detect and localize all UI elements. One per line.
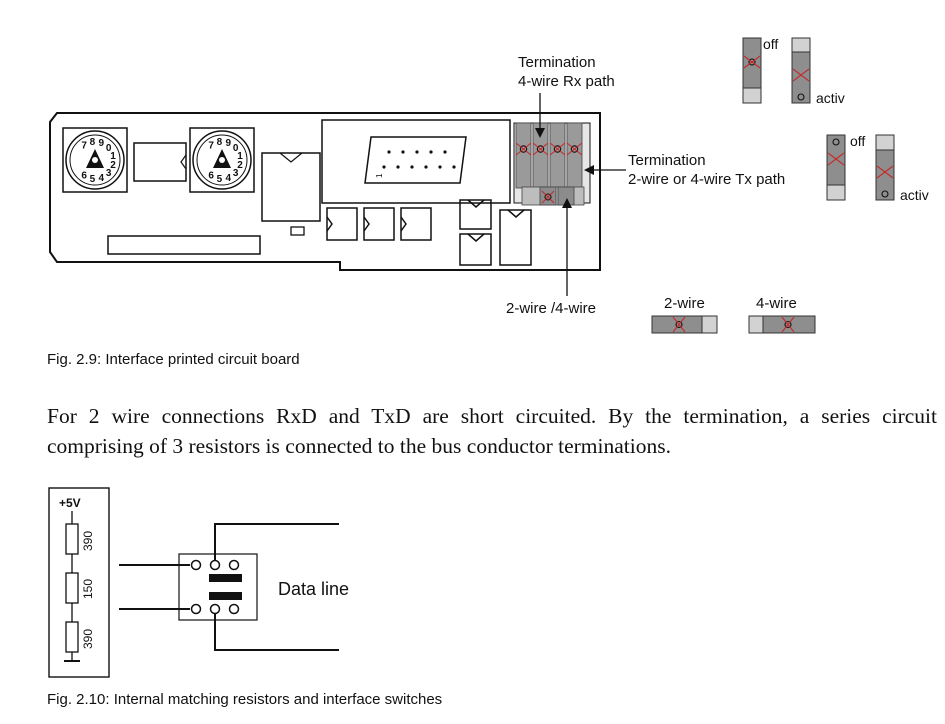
dial-digit: 4 (226, 173, 232, 184)
dial-digit: 8 (217, 137, 223, 148)
dial-digit: 8 (90, 137, 96, 148)
dial-digit: 5 (90, 174, 96, 185)
term-rx-label-1: Termination (518, 54, 596, 71)
slide-switch-2wire (651, 315, 718, 334)
resistor-bottom (65, 621, 79, 653)
dial-digit: 0 (233, 143, 239, 154)
connector-housing (321, 119, 511, 204)
pin-header (107, 235, 261, 255)
small-pad (290, 226, 305, 236)
connector-pin-label: 1 (375, 173, 384, 178)
data-line-label: Data line (278, 579, 349, 599)
supply-label: +5V (59, 496, 81, 510)
switch-activ-legend-1 (791, 37, 811, 104)
arrow-tx (584, 165, 626, 175)
resistor-value-middle: 150 (81, 579, 95, 599)
arrow-2-4-wire (562, 198, 572, 296)
activ-label-1: activ (816, 90, 845, 106)
slide-switch-4wire (748, 315, 816, 334)
switch-off-legend-2 (826, 134, 846, 201)
dial-digit: 9 (99, 138, 105, 149)
off-label-2: off (850, 133, 865, 149)
dial-digit: 0 (106, 143, 112, 154)
dial-digit: 4 (99, 173, 105, 184)
interface-switch-box (178, 553, 258, 621)
dial-digit: 1 (237, 151, 243, 162)
resistor-box (48, 487, 110, 678)
dial-digit: 7 (208, 141, 214, 152)
activ-label-2: activ (900, 187, 929, 203)
pcb-outline (49, 112, 601, 271)
chip (133, 142, 187, 182)
dial-digit: 1 (110, 151, 116, 162)
db9-connector (364, 136, 467, 184)
two-four-wire-label: 2-wire /4-wire (506, 300, 596, 317)
figure-2-10-caption: Fig. 2.10: Internal matching resistors a… (47, 691, 443, 708)
legend-4wire-label: 4-wire (756, 295, 797, 312)
dial-digit: 2 (237, 160, 243, 171)
term-tx-label-1: Termination (628, 152, 706, 169)
dial-digit: 5 (217, 174, 223, 185)
switch-bar-top (209, 574, 242, 582)
small-chips (326, 207, 432, 241)
lower-chips (459, 199, 532, 266)
off-label-1: off (763, 36, 778, 52)
term-tx-label-2: 2-wire or 4-wire Tx path (628, 171, 785, 188)
body-paragraph: For 2 wire connections RxD and TxD are s… (47, 404, 937, 458)
dial-digit: 2 (110, 160, 116, 171)
switch-bar-bottom (209, 592, 242, 600)
resistor-middle (65, 572, 79, 604)
db9-pins (382, 150, 456, 169)
dial-digit: 6 (81, 171, 87, 182)
resistor-value-top: 390 (81, 531, 95, 551)
dial-digit: 7 (81, 141, 87, 152)
switch-activ-legend-2 (875, 134, 895, 201)
dial-digit: 9 (226, 138, 232, 149)
term-rx-label-2: 4-wire Rx path (518, 73, 615, 90)
resistor-top (65, 523, 79, 555)
matching-resistors-figure: +5V 390 150 390 Data line (48, 487, 349, 678)
dial-digit: 3 (233, 168, 239, 179)
dip-switch-block (513, 122, 591, 206)
resistor-value-bottom: 390 (81, 629, 95, 649)
dial-digit: 3 (106, 168, 112, 179)
legend-2wire-label: 2-wire (664, 295, 705, 312)
figure-2-9-caption: Fig. 2.9: Interface printed circuit boar… (47, 351, 300, 368)
dial-digit: 6 (208, 171, 214, 182)
arrow-rx (535, 93, 545, 138)
switch-off-legend-1 (742, 37, 762, 104)
component (261, 152, 321, 222)
